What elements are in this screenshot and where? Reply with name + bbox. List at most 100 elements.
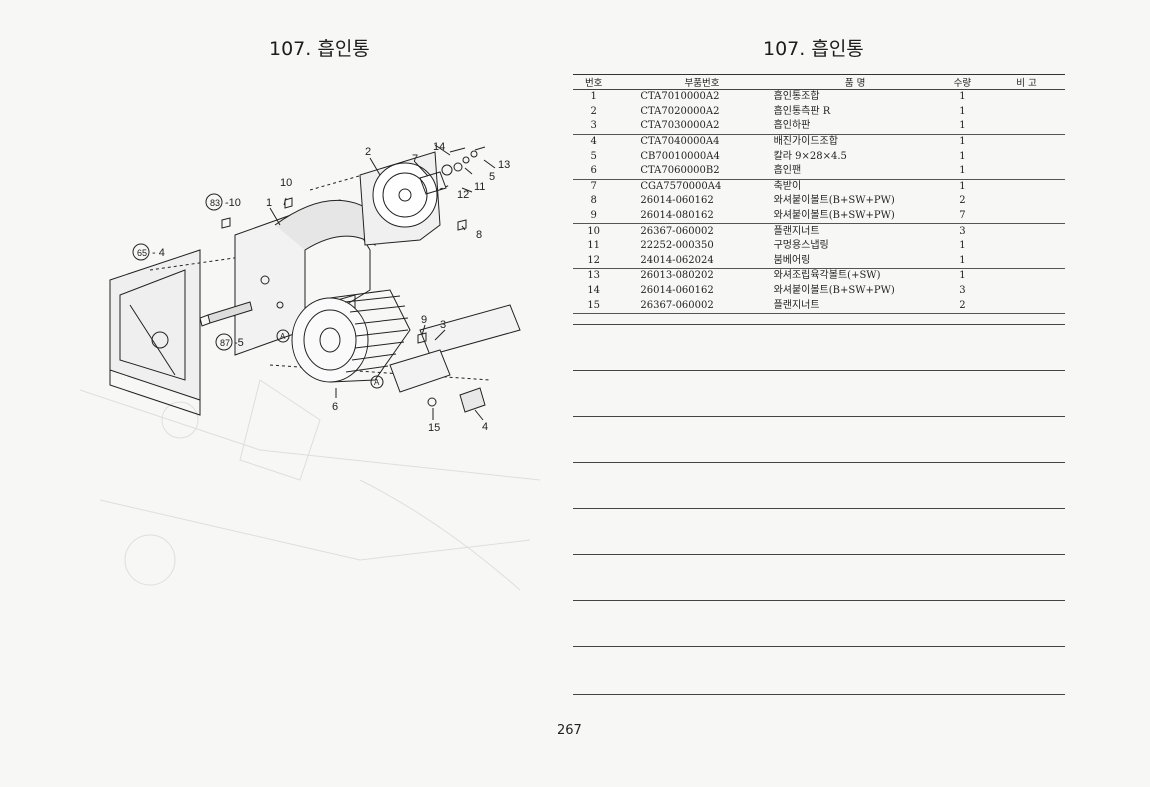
cell-remarks [988, 269, 1065, 284]
callout-13: 13 [498, 159, 510, 171]
callout-4-suffix: - 4 [152, 247, 165, 259]
header-name: 품 명 [763, 74, 937, 90]
callout-83-label: 83 [210, 198, 220, 208]
cell-name: 흡인팬 [763, 163, 937, 180]
cell-name: 와셔조립육각볼트(+SW) [773, 270, 881, 282]
header-no: 번호 [573, 74, 615, 90]
header-part-no: 부품번호 [614, 74, 764, 90]
cell-part-no: 24014-062024 [614, 253, 764, 270]
cell-part-no: 26014-080162 [614, 208, 764, 225]
cell-qty: 3 [959, 225, 966, 237]
cell-remarks [988, 179, 1065, 194]
cell-name: 와셔붙이볼트(B+SW+PW) [763, 208, 937, 225]
cell-qty: 1 [959, 150, 966, 162]
cell-no: 14 [587, 285, 601, 297]
cell-no: 9 [573, 208, 615, 225]
callout-10: 10 [280, 177, 292, 189]
cell-name: 축받이 [773, 180, 802, 192]
left-page-title: 107. 흡인통 [269, 38, 370, 60]
cell-no: 3 [573, 119, 615, 135]
cell-name: 와셔붙이볼트(B+SW+PW) [773, 195, 895, 207]
cell-qty: 1 [959, 180, 966, 192]
rule-line [573, 416, 1065, 417]
rule-line [573, 600, 1065, 601]
cell-remarks [988, 149, 1065, 164]
cell-name: 배진가이드조합 [773, 136, 838, 148]
cell-part-no: 26367-060002 [640, 225, 714, 237]
cell-part-no: 26013-080202 [640, 270, 714, 282]
cell-part-no: 26014-060162 [640, 195, 714, 207]
rule-line [573, 508, 1065, 509]
rule-line [573, 370, 1065, 371]
cell-part-no: CGA7570000A4 [640, 180, 722, 192]
cell-qty: 1 [959, 270, 966, 282]
cell-no: 7 [590, 180, 597, 192]
cell-qty: 2 [959, 195, 966, 207]
cell-name: 와셔붙이볼트(B+SW+PW) [773, 285, 895, 297]
callout-6: 6 [332, 401, 338, 413]
header-remarks: 비 고 [987, 74, 1065, 90]
callout-1: 1 [266, 197, 272, 209]
cell-no: 11 [587, 240, 601, 252]
cell-name: 플랜지너트 [763, 298, 937, 314]
callout-65-label: 65 [137, 248, 147, 258]
callout-14: 14 [433, 141, 445, 153]
rule-line [573, 462, 1065, 463]
callout-10-suffix: -10 [225, 197, 241, 209]
cell-no: 6 [573, 163, 615, 180]
cell-name: 구멍용스냅링 [773, 240, 829, 252]
cell-remarks [988, 105, 1065, 120]
cell-no: 15 [573, 298, 615, 314]
rule-line [573, 554, 1065, 555]
rule-line [573, 646, 1065, 647]
table-row: 7 CGA7570000A4 축받이 1 [573, 179, 1065, 194]
callout-a-left: A [280, 332, 286, 341]
cell-part-no: CTA7030000A2 [614, 119, 764, 135]
rule-line [573, 324, 1065, 325]
rule-line [573, 694, 1065, 695]
cell-qty: 7 [936, 208, 988, 225]
callout-11: 11 [474, 181, 485, 193]
callout-2: 2 [365, 146, 371, 158]
cell-qty: 1 [959, 105, 966, 117]
callout-a-right: A [374, 378, 380, 387]
cell-part-no: CB70010000A4 [640, 150, 720, 162]
table-header-row: 번호 부품번호 품 명 수량 비 고 [573, 74, 1065, 90]
cell-qty: 1 [959, 91, 966, 103]
cell-name: 흡인통측판 R [773, 105, 831, 117]
cell-no: 13 [587, 270, 601, 282]
cell-remarks [987, 119, 1065, 135]
cell-remarks [987, 163, 1065, 180]
cell-qty: 1 [959, 136, 966, 148]
cell-no: 8 [590, 195, 597, 207]
callout-9: 9 [421, 314, 427, 326]
table-row: 13 26013-080202 와셔조립육각볼트(+SW) 1 [573, 269, 1065, 284]
cell-name: 흡인통조합 [773, 91, 820, 103]
cell-part-no: CTA7060000B2 [614, 163, 764, 180]
cell-part-no: 26367-060002 [614, 298, 764, 314]
right-page-title: 107. 흡인통 [763, 38, 864, 60]
callout-4: 4 [482, 421, 488, 433]
cell-part-no: CTA7040000A4 [640, 136, 720, 148]
cell-no: 12 [573, 253, 615, 270]
callout-12: 12 [457, 189, 469, 201]
cell-remarks [987, 298, 1065, 314]
exploded-parts-diagram: 83 -10 65 - 4 87 -5 A A 1 2 3 4 5 6 7 8 … [109, 141, 521, 434]
callout-5-suffix: -5 [234, 337, 244, 349]
cell-remarks [988, 194, 1065, 209]
cell-part-no: 22252-000350 [640, 240, 714, 252]
cell-no: 2 [590, 105, 597, 117]
callout-7: 7 [412, 153, 418, 165]
bleed-through-drawing [79, 379, 541, 591]
cell-qty: 3 [959, 285, 966, 297]
cell-qty: 1 [959, 240, 966, 252]
